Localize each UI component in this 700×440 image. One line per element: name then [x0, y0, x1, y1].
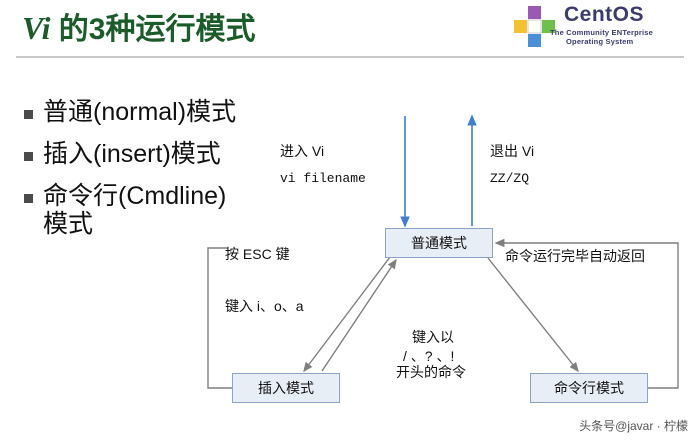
vi-modes-diagram: 普通模式 插入模式 命令行模式 进入 Vi vi filename 退出 Vi …: [200, 100, 700, 440]
label-type-start-2: / 、? 、!: [403, 348, 455, 364]
bullet-list: 普通(normal)模式 插入(insert)模式 命令行(Cmdline)模式: [24, 98, 239, 252]
label-enter-vi-command: vi filename: [280, 171, 366, 186]
list-item: 普通(normal)模式: [24, 98, 239, 126]
diagram-node-insert-mode: 插入模式: [232, 373, 340, 403]
page-title: Vi 的3种运行模式: [22, 4, 256, 48]
diagram-connectors: [207, 114, 679, 389]
centos-logo-text: CentOS: [564, 3, 645, 26]
label-type-start-3: 开头的命令: [396, 364, 466, 380]
bullet-square-icon: [24, 152, 33, 161]
bullet-label: 命令行(Cmdline)模式: [43, 182, 227, 238]
label-type-start-1: 键入以: [412, 329, 454, 345]
watermark: 头条号@javar · 柠檬: [579, 419, 688, 433]
centos-puzzle-icon: [514, 6, 555, 47]
centos-tagline-2: Operating System: [566, 37, 634, 46]
label-enter-vi: 进入 Vi: [280, 143, 325, 159]
page-title-rest: 的3种运行模式: [50, 13, 256, 46]
label-exit-vi-command: ZZ/ZQ: [490, 171, 530, 186]
bullet-square-icon: [24, 194, 33, 203]
label-auto-return: 命令运行完毕自动返回: [505, 248, 645, 264]
header-divider: [16, 56, 684, 58]
bullet-label: 插入(insert)模式: [43, 140, 221, 168]
label-type-ioa: 键入 i、o、a: [225, 298, 304, 314]
list-item: 命令行(Cmdline)模式: [24, 182, 239, 238]
list-item: 插入(insert)模式: [24, 140, 239, 168]
diagram-node-normal-mode: 普通模式: [385, 228, 493, 258]
label-exit-vi: 退出 Vi: [490, 143, 535, 159]
page-title-vi: Vi: [22, 10, 51, 46]
centos-logo: CentOS The Community ENTerprise Operatin…: [506, 2, 686, 50]
bullet-label: 普通(normal)模式: [43, 98, 237, 126]
diagram-node-cmdline-mode: 命令行模式: [530, 373, 648, 403]
centos-tagline-1: The Community ENTerprise: [550, 28, 654, 37]
label-press-esc: 按 ESC 键: [225, 246, 290, 262]
bullet-square-icon: [24, 110, 33, 119]
